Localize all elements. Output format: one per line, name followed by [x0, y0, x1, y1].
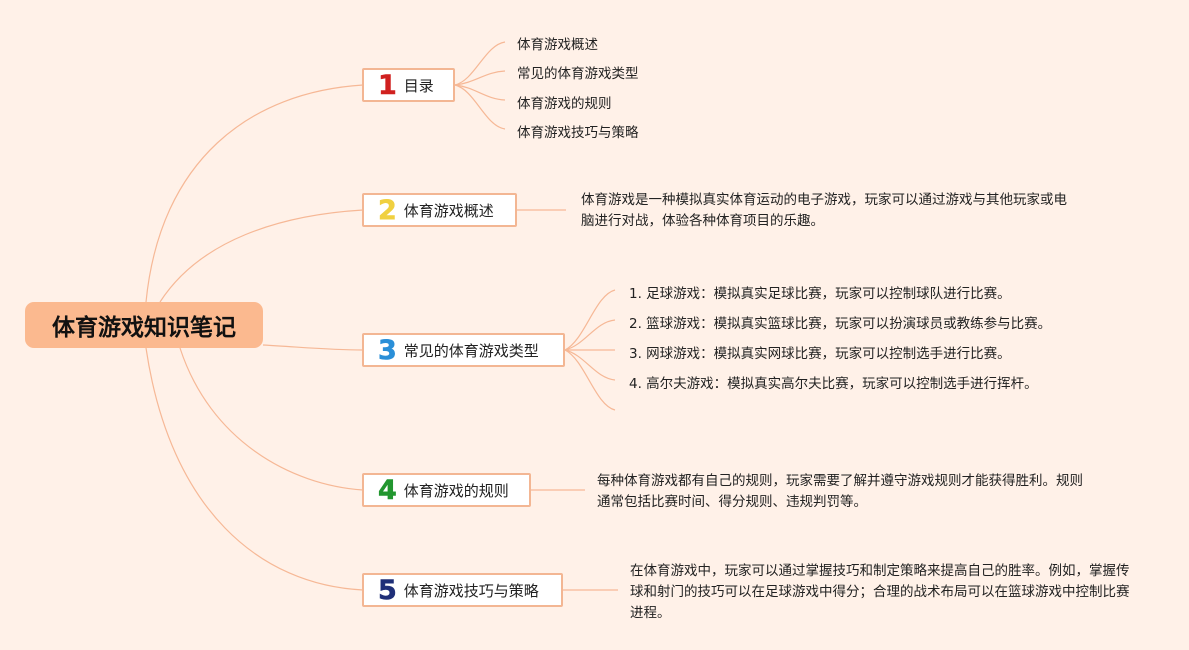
branch-node-4[interactable]: 4 体育游戏的规则 [362, 473, 531, 507]
branch-number-4: 4 [378, 474, 397, 506]
link-b3-fan-2 [564, 319, 616, 351]
link-root-branch-2 [159, 209, 364, 303]
branch-label-2: 体育游戏概述 [403, 201, 494, 220]
link-b1-leaf-4 [454, 84, 506, 130]
branch-label-3: 常见的体育游戏类型 [403, 341, 539, 360]
link-b1-leaf-1 [454, 41, 506, 86]
leaf-type-1[interactable]: 1. 足球游戏：模拟真实足球比赛，玩家可以控制球队进行比赛。 [629, 286, 1011, 302]
branch-number-2: 2 [378, 194, 397, 226]
branch-number-1: 1 [378, 69, 397, 101]
branch-node-3[interactable]: 3 常见的体育游戏类型 [362, 333, 565, 367]
leaf-toc-3[interactable]: 体育游戏的规则 [517, 96, 612, 112]
branch-node-2[interactable]: 2 体育游戏概述 [362, 193, 517, 227]
link-b3-fan-top [564, 289, 616, 351]
branch-label-5: 体育游戏技巧与策略 [403, 581, 539, 600]
leaf-type-3[interactable]: 3. 网球游戏：模拟真实网球比赛，玩家可以控制选手进行比赛。 [629, 346, 1011, 362]
leaf-toc-4[interactable]: 体育游戏技巧与策略 [517, 125, 639, 141]
leaf-type-2[interactable]: 2. 篮球游戏：模拟真实篮球比赛，玩家可以扮演球员或教练参与比赛。 [629, 316, 1052, 332]
branch-label-1: 目录 [403, 76, 434, 95]
paragraph-overview: 体育游戏是一种模拟真实体育运动的电子游戏，玩家可以通过游戏与其他玩家或电脑进行对… [581, 192, 1067, 229]
leaf-type-4[interactable]: 4. 高尔夫游戏：模拟真实高尔夫比赛，玩家可以控制选手进行挥杆。 [629, 376, 1038, 392]
leaf-toc-2[interactable]: 常见的体育游戏类型 [517, 66, 639, 82]
link-root-branch-1 [145, 84, 364, 303]
link-b1-leaf-2 [454, 70, 506, 86]
paragraph-rules: 每种体育游戏都有自己的规则，玩家需要了解并遵守游戏规则才能获得胜利。规则通常包括… [597, 473, 1083, 510]
paragraph-strategy: 在体育游戏中，玩家可以通过掌握技巧和制定策略来提高自己的胜率。例如，掌握传球和射… [630, 563, 1130, 621]
branch-number-3: 3 [378, 334, 397, 366]
branch-node-1[interactable]: 1 目录 [362, 68, 455, 102]
link-root-branch-5 [145, 347, 364, 591]
link-root-branch-4 [179, 347, 364, 491]
link-b3-fan-4 [564, 349, 616, 381]
leaf-toc-1[interactable]: 体育游戏概述 [517, 37, 598, 53]
branch-node-5[interactable]: 5 体育游戏技巧与策略 [362, 573, 563, 607]
branch-number-5: 5 [378, 574, 397, 606]
root-title: 体育游戏知识笔记 [52, 315, 236, 341]
root-node[interactable]: 体育游戏知识笔记 [25, 302, 263, 348]
link-b1-leaf-3 [454, 84, 506, 101]
branch-label-4: 体育游戏的规则 [403, 481, 509, 500]
link-root-branch-3 [262, 344, 364, 351]
link-b3-fan-bottom [564, 349, 616, 411]
